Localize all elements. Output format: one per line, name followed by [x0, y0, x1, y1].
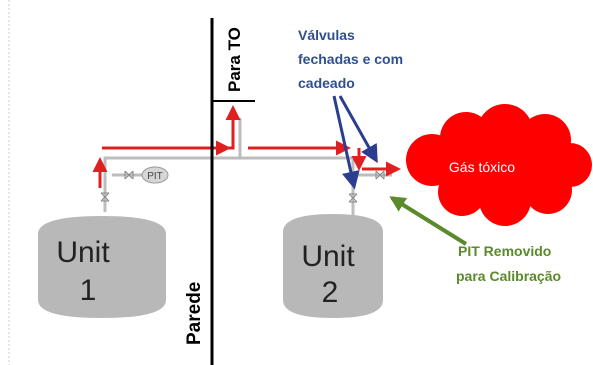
- valves-pointer-arrows: [332, 95, 378, 190]
- unit2-label-line2: 2: [322, 276, 339, 309]
- pit-removed-line2: para Calibração: [456, 268, 561, 284]
- valves-note-line2: fechadas e com: [298, 51, 403, 67]
- unit1-label-line2: 1: [80, 274, 97, 307]
- valves-note-line1: Válvulas: [298, 27, 355, 43]
- flow-arrows: [92, 105, 401, 188]
- unit1-label-line1: Unit: [56, 236, 110, 269]
- pit-removed-arrow: [389, 196, 468, 246]
- para-to-label: Para TO: [225, 27, 244, 92]
- pit-small-label: PIT: [147, 171, 163, 182]
- valves-note-line3: cadeado: [298, 75, 355, 91]
- unit1-tank: [38, 216, 166, 318]
- unit2-tank: [283, 214, 383, 318]
- gas-label: Gás tóxico: [449, 159, 515, 175]
- valve-icons: [100, 170, 385, 203]
- parede-label: Parede: [184, 282, 205, 345]
- pit-bubble: [141, 166, 169, 184]
- unit2-label-line1: Unit: [301, 240, 355, 273]
- pit-removed-line1: PIT Removido: [458, 243, 551, 259]
- toxic-gas-cloud: [406, 104, 592, 226]
